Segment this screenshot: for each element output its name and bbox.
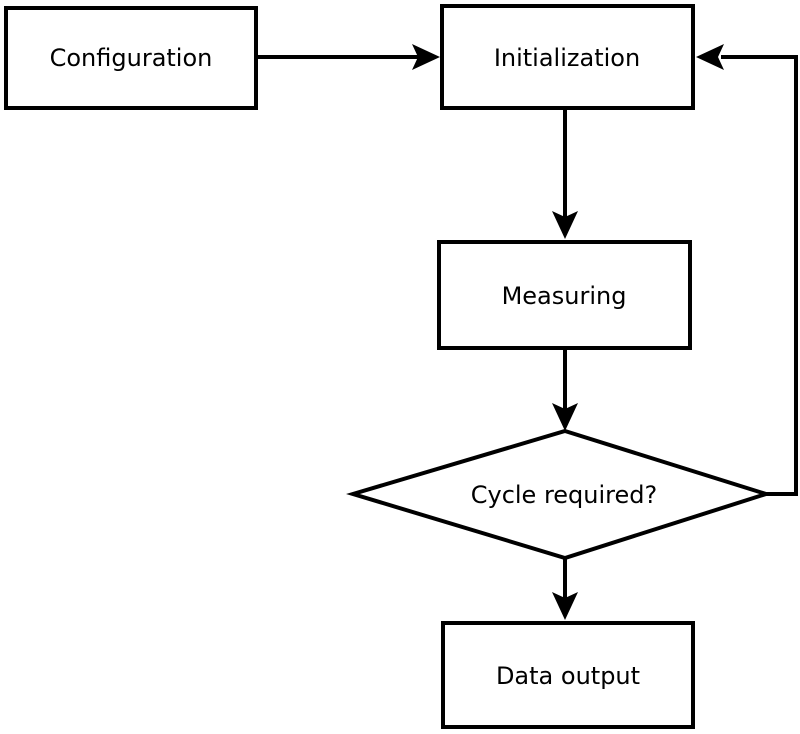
edge-configuration-initialization [256, 44, 440, 70]
arrow-head-down-icon [552, 403, 578, 431]
node-cycle-required-diamond [346, 428, 773, 561]
node-initialization: Initialization [440, 4, 695, 110]
node-cycle-required-label: Cycle required? [471, 481, 658, 509]
edge-line [721, 55, 798, 496]
arrow-head-down-icon [552, 211, 578, 239]
node-cycle-required: Cycle required? [346, 428, 773, 561]
node-configuration-label: Configuration [50, 44, 213, 72]
node-data-output-box [441, 621, 695, 729]
node-initialization-box [440, 4, 695, 110]
node-configuration: Configuration [4, 6, 258, 110]
node-data-output: Data output [441, 621, 695, 729]
node-configuration-box [4, 6, 258, 110]
node-measuring-label: Measuring [502, 282, 627, 310]
node-measuring: Measuring [437, 240, 692, 350]
arrow-head-down-icon [552, 592, 578, 620]
node-data-output-label: Data output [496, 662, 640, 690]
edge-measuring-cycle-required [552, 348, 578, 431]
edge-cycle-required-data-output [552, 556, 578, 620]
node-initialization-label: Initialization [494, 44, 640, 72]
edge-cycle-required-initialization-loop [696, 44, 798, 496]
node-measuring-box [437, 240, 692, 350]
arrow-head-left-icon [696, 44, 724, 70]
edge-initialization-measuring [552, 110, 578, 239]
arrow-head-right-icon [412, 44, 440, 70]
